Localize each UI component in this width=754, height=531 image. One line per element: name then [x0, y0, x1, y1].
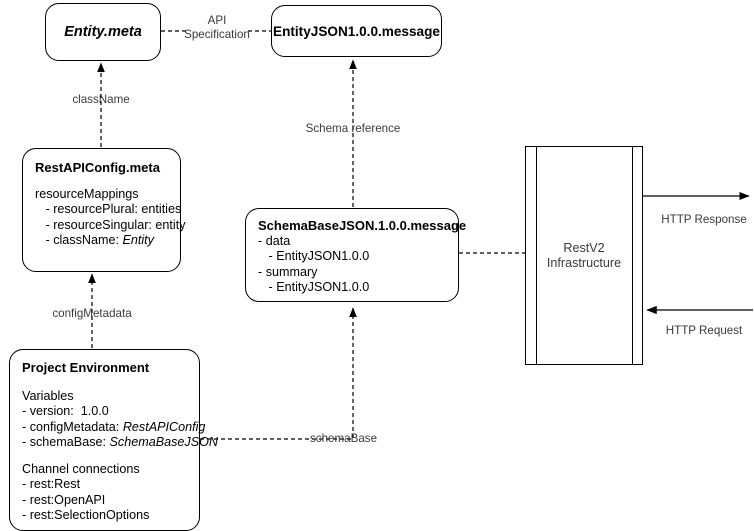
edge-label-schema-reference: Schema reference: [305, 122, 401, 135]
project-environment-var-2-value: RestAPIConfig: [122, 419, 206, 434]
node-project-environment-title: Project Environment: [22, 360, 150, 375]
project-environment-var-3-value: SchemaBaseJSON: [109, 435, 219, 449]
schema-base-json-line-3: - summary: [258, 264, 318, 279]
schema-base-json-line-2: - EntityJSON1.0.0: [258, 249, 370, 263]
schema-base-json-line-4: - EntityJSON1.0.0: [258, 280, 370, 294]
node-restv2-infrastructure-label: RestV2 Infrastructure: [526, 241, 642, 271]
node-project-environment-body: Project Environment Variables - version:…: [10, 350, 218, 531]
project-environment-var-3-prefix: - schemaBase:: [22, 435, 110, 449]
rest-api-config-line-4: - className: Entity: [35, 233, 168, 249]
edge-label-http-response: HTTP Response: [661, 213, 747, 226]
node-rest-api-config[interactable]: RestAPIConfig.meta resourceMappings - re…: [22, 148, 186, 272]
rest-api-config-line-1: resourceMappings: [35, 186, 139, 201]
node-entity-json-message[interactable]: EntityJSON1.0.0.message: [271, 5, 442, 57]
project-environment-var-2: - configMetadata: RestAPIConfig: [22, 419, 205, 436]
rest-api-config-line-2: - resourcePlural: entities: [35, 202, 182, 216]
node-schema-base-json[interactable]: SchemaBaseJSON.1.0.0.message - data - En…: [245, 208, 467, 304]
node-rest-api-config-body: RestAPIConfig.meta resourceMappings - re…: [23, 149, 186, 257]
edge-label-class-name: className: [72, 93, 130, 106]
project-environment-channels-header: Channel connections: [22, 461, 140, 476]
schema-base-json-line-1: - data: [258, 233, 291, 248]
project-environment-variables-header: Variables: [22, 388, 74, 403]
edge-schema-base: [200, 307, 357, 440]
rest-api-config-line-4-value: Entity: [122, 233, 154, 247]
edge-label-http-request: HTTP Request: [665, 324, 743, 337]
edge-label-api-specification: API Specification: [184, 14, 250, 41]
project-environment-channel-2: - rest:OpenAPI: [22, 492, 106, 507]
node-schema-base-json-body: SchemaBaseJSON.1.0.0.message - data - En…: [246, 209, 467, 304]
project-environment-var-2-prefix: - configMetadata:: [22, 419, 123, 434]
node-project-environment[interactable]: Project Environment Variables - version:…: [9, 349, 218, 531]
node-entity-meta[interactable]: Entity.meta: [45, 3, 161, 61]
rest-api-config-line-3: - resourceSingular: entity: [35, 217, 186, 232]
restv2-line-1: RestV2: [563, 240, 605, 255]
node-entity-meta-label: Entity.meta: [64, 24, 142, 40]
node-entity-json-message-label: EntityJSON1.0.0.message: [273, 23, 440, 39]
project-environment-channel-3: - rest:SelectionOptions: [22, 508, 150, 522]
node-rest-api-config-title: RestAPIConfig.meta: [35, 160, 160, 175]
edge-label-schema-base: schemaBase: [310, 432, 378, 445]
node-restv2-infrastructure[interactable]: RestV2 Infrastructure: [525, 146, 643, 365]
project-environment-channel-1: - rest:Rest: [22, 477, 81, 491]
library-right-divider: [632, 147, 633, 364]
project-environment-var-1: - version: 1.0.0: [22, 404, 109, 418]
rest-api-config-line-4-prefix: - className:: [35, 233, 123, 247]
project-environment-var-3: - schemaBase: SchemaBaseJSON: [22, 435, 218, 451]
library-left-divider: [536, 147, 537, 364]
node-schema-base-json-title: SchemaBaseJSON.1.0.0.message: [258, 218, 467, 233]
edge-label-config-metadata: configMetadata: [52, 307, 132, 320]
restv2-line-2: Infrastructure: [546, 255, 622, 270]
